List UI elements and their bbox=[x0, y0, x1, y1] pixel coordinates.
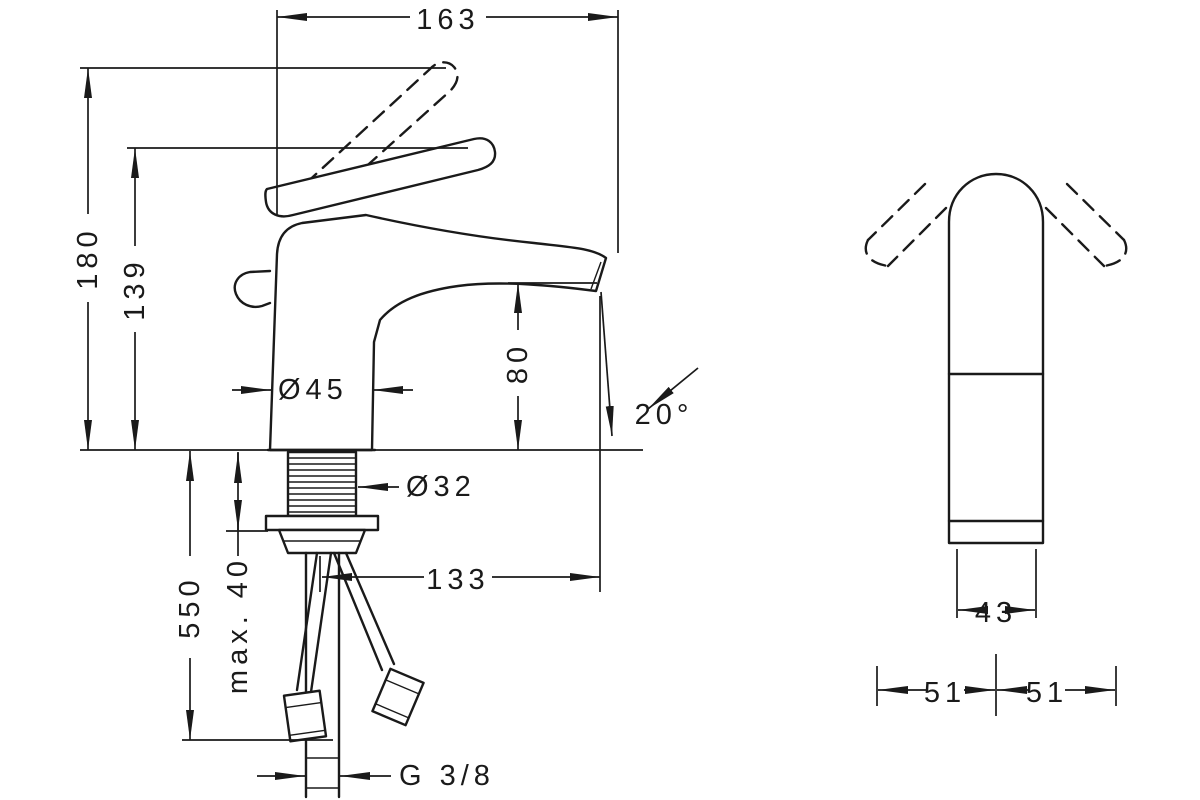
dim-80-label: 80 bbox=[502, 342, 534, 384]
supply-pipe bbox=[304, 551, 341, 799]
dim-51-right-label: 51 bbox=[1026, 677, 1068, 709]
dim-51-left-label: 51 bbox=[924, 677, 966, 709]
dimension-total-height: 180 bbox=[72, 67, 446, 450]
dimension-overall-depth: 163 bbox=[276, 4, 619, 253]
dim-g38-label: G 3/8 bbox=[399, 760, 495, 792]
threaded-shank bbox=[286, 450, 358, 518]
dimension-body-width: 43 bbox=[956, 549, 1037, 629]
popup-hook bbox=[233, 269, 272, 308]
dimension-max-mounting: max. 40 bbox=[222, 452, 268, 694]
dim-20deg-label: 20° bbox=[635, 399, 694, 431]
dim-550-label: 550 bbox=[174, 575, 206, 638]
dimension-spout-angle: 20° bbox=[600, 291, 699, 437]
swivel-dashed-left bbox=[864, 182, 948, 268]
dimension-spout-reach: 133 bbox=[319, 296, 601, 596]
dim-d45-label: Ø45 bbox=[278, 374, 348, 406]
swivel-dashed-right bbox=[1044, 182, 1128, 268]
dim-163-label: 163 bbox=[416, 4, 479, 36]
faucet-body-outline bbox=[268, 213, 608, 452]
front-view: 43 51 51 bbox=[864, 172, 1128, 716]
handle-raised-dashed bbox=[287, 61, 459, 210]
hose-fitting-left bbox=[282, 689, 328, 743]
dimension-connection-thread: G 3/8 bbox=[257, 760, 495, 792]
dim-133-label: 133 bbox=[426, 564, 489, 596]
handle-lever bbox=[264, 137, 497, 218]
dim-d32-label: Ø32 bbox=[406, 471, 476, 503]
dimension-hose-length: 550 bbox=[174, 451, 333, 741]
dim-max40-label: max. 40 bbox=[222, 556, 254, 694]
dim-139-label: 139 bbox=[119, 257, 151, 320]
front-body-outline bbox=[947, 172, 1045, 545]
mounting-hardware bbox=[264, 514, 380, 555]
side-view: 163 180 139 80 Ø45 bbox=[72, 4, 699, 799]
dim-43-label: 43 bbox=[975, 597, 1017, 629]
aerator-face-line bbox=[590, 261, 602, 290]
dimension-shank-diameter: Ø32 bbox=[358, 471, 476, 503]
hose-fitting-right bbox=[371, 667, 425, 727]
dimension-swivel-range: 51 51 bbox=[876, 654, 1117, 716]
dimension-spout-height: 80 bbox=[502, 282, 597, 450]
dimension-handle-height: 139 bbox=[119, 147, 468, 450]
dimension-base-diameter: Ø45 bbox=[232, 374, 413, 406]
dim-180-label: 180 bbox=[72, 226, 104, 289]
